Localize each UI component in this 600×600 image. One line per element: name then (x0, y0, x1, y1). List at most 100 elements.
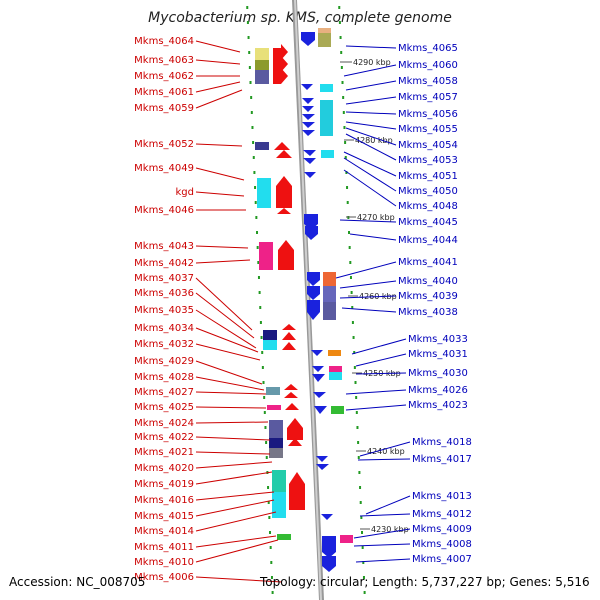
track-dot (339, 36, 342, 39)
track-dot (346, 186, 349, 189)
track-dot (340, 51, 343, 54)
gene-label-right: Mkms_4018 (412, 437, 472, 448)
kbp-label: 4230 kbp (371, 525, 409, 534)
track-dot (270, 561, 273, 564)
track-dot (254, 201, 257, 204)
track-dot (258, 291, 261, 294)
gene-label-right: Mkms_4030 (408, 368, 468, 379)
track-dot (246, 21, 249, 24)
track-dot (357, 456, 360, 459)
gene-arrow (303, 158, 316, 164)
leader-line (355, 353, 407, 367)
track-dot (257, 276, 260, 279)
kbp-label: 4290 kbp (353, 58, 391, 67)
gene-arrow (302, 106, 314, 112)
track-dot (269, 531, 272, 534)
leader-line (339, 280, 397, 289)
gene-label-right: Mkms_4040 (398, 276, 458, 287)
gene-block (263, 330, 277, 340)
leader-line (195, 391, 267, 395)
track-dot (261, 351, 264, 354)
track-dot (256, 231, 259, 234)
track-dot (361, 531, 364, 534)
leader-line (339, 219, 397, 223)
gene-block (269, 448, 283, 458)
leader-line (195, 471, 273, 485)
track-dot (349, 261, 352, 264)
gene-arrow (273, 56, 288, 72)
gene-arrow (301, 32, 315, 46)
leader-line (345, 404, 407, 411)
track-dot (252, 156, 255, 159)
gene-block (320, 100, 333, 136)
gene-label-right: Mkms_4038 (398, 307, 458, 318)
gene-block (257, 178, 271, 208)
gene-arrow (273, 44, 288, 60)
leader-line (343, 169, 397, 207)
leader-line (195, 499, 275, 517)
gene-label-right: Mkms_4039 (398, 291, 458, 302)
track-dot (248, 66, 251, 69)
track-dot (363, 591, 366, 594)
gene-label-left: Mkms_4006 (134, 572, 194, 583)
leader-line (195, 245, 249, 249)
gene-arrow (282, 324, 296, 330)
gene-block (267, 405, 281, 410)
track-dot (250, 96, 253, 99)
gene-label-left: Mkms_4029 (134, 356, 194, 367)
leader-line (359, 513, 411, 517)
topology-text: Topology: circular; Length: 5,737,227 bp… (260, 575, 590, 589)
gene-block (266, 387, 280, 395)
gene-label-right: Mkms_4060 (398, 60, 458, 71)
leader-line (195, 451, 271, 455)
leader-line (355, 372, 407, 375)
gene-label-left: kgd (176, 187, 195, 198)
track-dot (246, 6, 249, 9)
right-dotted-track (338, 6, 366, 594)
leader-line (343, 157, 397, 192)
track-dot (348, 231, 351, 234)
gene-label-right: Mkms_4007 (412, 554, 472, 565)
gene-label-right: Mkms_4054 (398, 140, 458, 151)
track-dot (346, 201, 349, 204)
gene-block (318, 28, 331, 33)
accession-text: Accession: NC_008705 (9, 575, 146, 589)
gene-label-left: Mkms_4027 (134, 387, 194, 398)
track-dot (349, 276, 352, 279)
gene-block (272, 470, 286, 492)
leader-line (195, 360, 263, 385)
gene-arrow (277, 208, 291, 214)
gene-label-right: Mkms_4012 (412, 509, 472, 520)
gene-block (321, 150, 334, 158)
leader-line (357, 458, 411, 461)
gene-block (318, 33, 331, 47)
track-dot (348, 246, 351, 249)
track-dot (352, 336, 355, 339)
leader-line (195, 343, 261, 361)
track-dot (338, 21, 341, 24)
track-dot (267, 501, 270, 504)
gene-label-left: Mkms_4052 (134, 139, 194, 150)
gene-block (329, 366, 342, 372)
gene-arrow (316, 464, 329, 470)
gene-block (263, 340, 277, 350)
gene-arrow (276, 176, 292, 208)
leader-line (345, 80, 397, 91)
left-dotted-track (246, 6, 274, 594)
leader-line (195, 539, 279, 563)
leader-line (341, 307, 397, 313)
gene-label-right: Mkms_4009 (412, 524, 472, 535)
leader-line (359, 441, 411, 457)
gene-label-left: Mkms_4032 (134, 339, 194, 350)
gene-label-left: Mkms_4016 (134, 495, 194, 506)
track-dot (259, 321, 262, 324)
track-dot (254, 186, 257, 189)
gene-label-right: Mkms_4065 (398, 43, 458, 54)
gene-arrow (321, 514, 333, 520)
gene-label-left: Mkms_4010 (134, 557, 194, 568)
track-dot (265, 456, 268, 459)
track-dot (340, 66, 343, 69)
gene-label-right: Mkms_4055 (398, 124, 458, 135)
track-dot (362, 576, 365, 579)
leader-line (365, 495, 411, 515)
